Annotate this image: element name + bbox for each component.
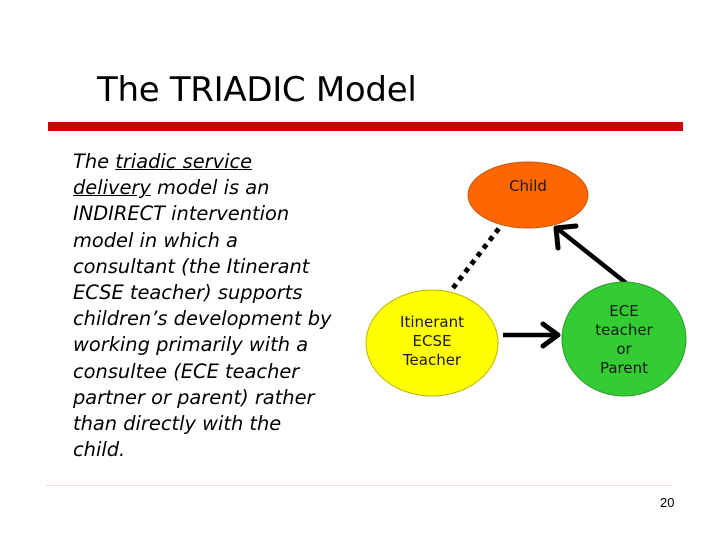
body-paragraph: The triadic service delivery model is an… [73, 149, 373, 463]
node-child-label: Child [509, 177, 547, 195]
body-line: ECSE teacher) supports [73, 281, 303, 305]
node-ece-label: ECE teacher or Parent [595, 302, 653, 377]
arrow-ece-to-child [556, 227, 628, 285]
body-line: delivery model is an [73, 176, 270, 200]
body-line: working primarily with a [73, 333, 309, 357]
body-line: The triadic service [73, 150, 253, 173]
body-line: than directly with the [73, 412, 282, 436]
body-line: children’s development by [73, 307, 332, 331]
node-itinerant-ecse-teacher [365, 289, 499, 397]
node-ece-teacher-or-parent [561, 281, 687, 397]
body-line: model in which a [73, 228, 238, 252]
node-child [467, 161, 589, 229]
underlined-term: delivery [73, 176, 151, 200]
node-itinerant-label: Itinerant ECSE Teacher [400, 313, 464, 369]
arrowhead-icon [553, 223, 579, 251]
body-line: INDIRECT intervention [73, 202, 290, 226]
body-line: partner or parent) rather [73, 385, 315, 409]
underlined-term: triadic service [115, 150, 253, 173]
body-line: child. [73, 438, 126, 462]
arrowhead-icon [540, 321, 561, 349]
body-line: consultee (ECE teacher [73, 359, 300, 383]
title-divider-bar [48, 122, 683, 131]
body-line: consultant (the Itinerant [73, 254, 310, 278]
page-number: 20 [660, 495, 675, 510]
footer-divider [46, 485, 672, 486]
slide-title: The TRIADIC Model [97, 70, 417, 110]
dotted-connector [451, 225, 502, 290]
